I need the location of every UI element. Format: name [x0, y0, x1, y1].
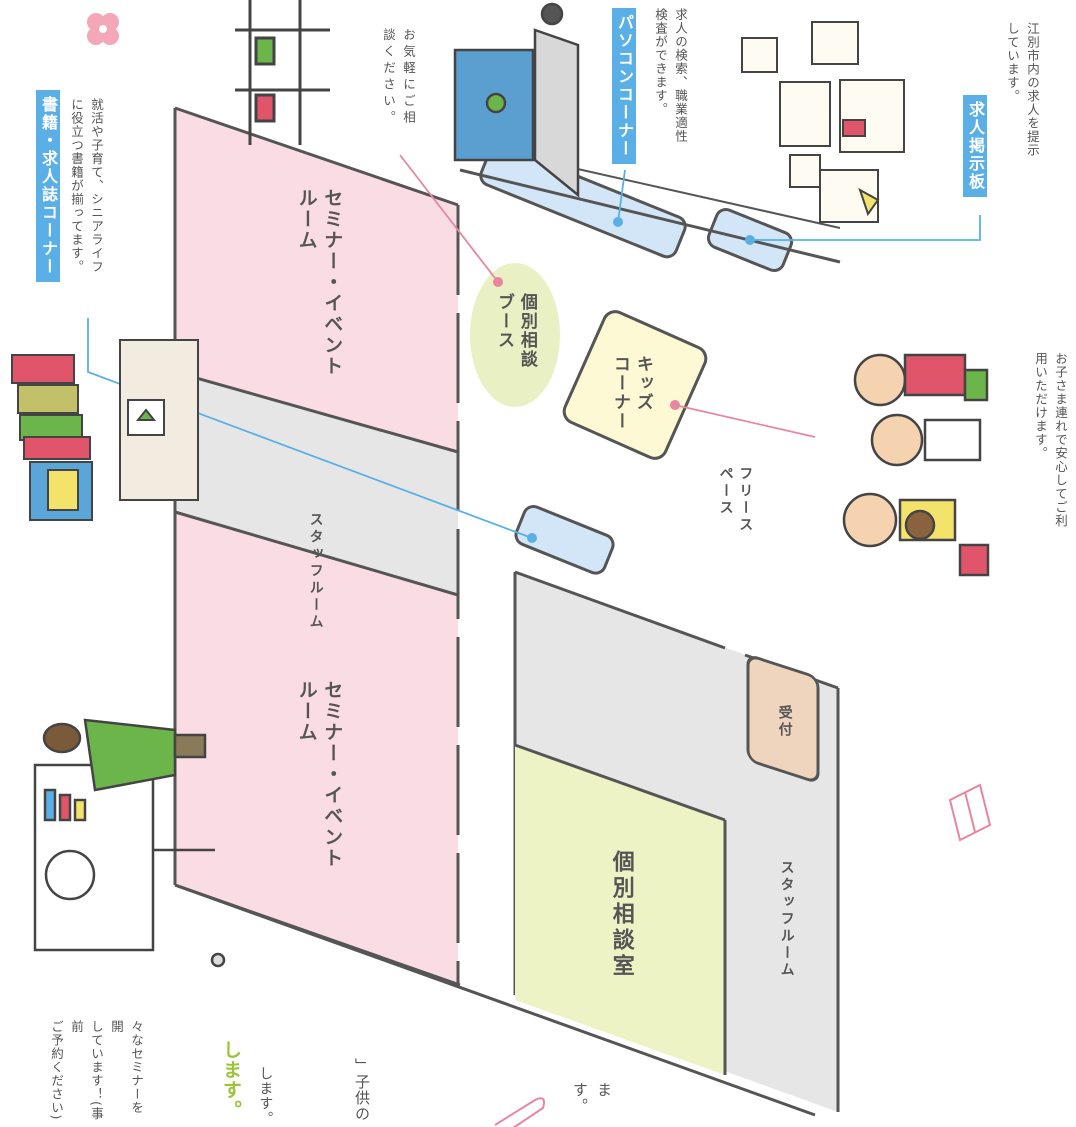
seminar-desc-text: 々なセミナーを開 しています！(事前 ご予約ください)	[49, 1020, 144, 1121]
reception-counter	[746, 656, 820, 782]
consult-booth-label: 個別相談 ブース	[493, 293, 537, 369]
laptop-illustration	[453, 2, 580, 198]
books-corner-title: 書籍・求人誌コーナー	[36, 90, 60, 282]
staff-room-small	[175, 372, 458, 595]
private-consult-room-label: 個別相談室	[608, 850, 634, 980]
table-illustration	[235, 0, 330, 145]
kids-corner-label: キッズ コーナー	[609, 355, 653, 431]
pc-corner-title: パソコンコーナー	[612, 8, 636, 164]
pc-leader-line	[617, 169, 626, 223]
book-counter	[514, 504, 615, 575]
kids-leader-line	[674, 404, 816, 438]
kids-corner-desc: お子さま連れで安心してご利 用いただけます。	[1033, 352, 1068, 528]
kids-illustration	[842, 353, 990, 577]
job-board-illustration	[741, 21, 905, 223]
private-consult-room	[515, 745, 725, 1075]
seminar-room-top	[175, 108, 458, 452]
middle-text: 」子供の	[353, 1058, 371, 1122]
consult-booth-area	[470, 263, 560, 407]
presenter-illustration	[33, 718, 226, 968]
consult-booth-desc: お気軽にご相 談ください。	[381, 28, 416, 127]
books-leader-line	[87, 318, 533, 539]
paperclip-icon	[494, 1097, 545, 1127]
seminar-room-top-label: セミナー・イベント ルーム	[295, 188, 344, 377]
accent-heading: します。	[220, 1040, 242, 1120]
job-board-title: 求人掲示板	[963, 95, 987, 197]
reception-label: 受付	[776, 705, 793, 739]
book-sketch-icon	[948, 783, 992, 842]
free-space-label: フリース ペース	[717, 466, 754, 534]
flower-icon	[87, 13, 119, 45]
seminar-room-bottom	[175, 512, 458, 985]
bookshelf-illustration	[11, 339, 199, 521]
job-board-desc: 江別市内の求人を提示 しています。	[1005, 22, 1040, 157]
books-corner-desc: 就活や子育て、シニアライフ に役立つ書籍が揃ってます。	[69, 98, 104, 274]
board-leader-line	[750, 215, 981, 241]
staff-room-small-label: スタッフルーム	[307, 512, 324, 631]
bottom-text: ます。	[571, 1082, 613, 1114]
booth-leader-line	[399, 154, 499, 283]
seminar-room-bottom-label: セミナー・イベント ルーム	[295, 680, 344, 869]
accent-subtext: します。	[257, 1066, 274, 1126]
pc-corner-desc: 求人の検索、職業適性 検査ができます。	[653, 8, 688, 143]
staff-room-large-label: スタッフルーム	[778, 860, 795, 979]
